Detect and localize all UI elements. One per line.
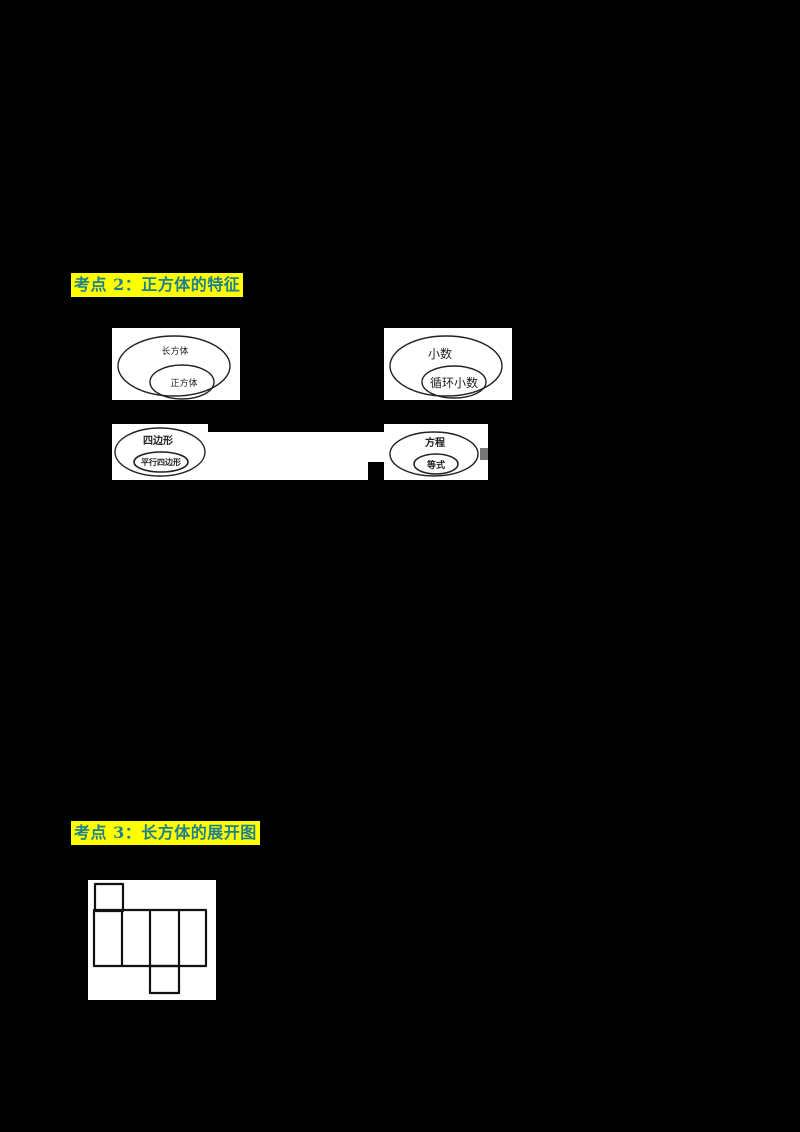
nested-ellipses-icon: 小数 循环小数 [389,335,503,399]
cuboid-net-icon [92,882,208,995]
outer-label: 长方体 [161,345,188,357]
nested-ellipses-icon: 方程 等式 [389,431,488,477]
inner-label: 正方体 [170,377,197,389]
cuboid-net-diagram [88,880,216,1000]
inner-label: 循环小数 [430,375,478,390]
outer-label: 四边形 [143,434,173,447]
section-heading-3: 考点 3：长方体的展开图 [71,821,260,845]
venn-diagram-decimal-repeating: 小数 循环小数 [384,328,512,400]
white-strip [368,432,384,462]
venn-diagram-quadrilateral-parallelogram: 四边形 平行四边形 [112,424,208,480]
outer-label: 小数 [428,346,452,361]
nested-ellipses-icon: 长方体 正方体 [117,335,231,400]
inner-label: 平行四边形 [141,457,181,467]
nested-ellipses-icon: 四边形 平行四边形 [114,427,206,477]
white-strip [208,432,368,480]
outer-label: 方程 [425,436,445,449]
venn-diagram-cuboid-cube: 长方体 正方体 [112,328,240,400]
section-heading-2: 考点 2：正方体的特征 [71,273,244,297]
venn-diagram-equation-equality: 方程 等式 [384,424,488,480]
inner-label: 等式 [426,459,445,471]
